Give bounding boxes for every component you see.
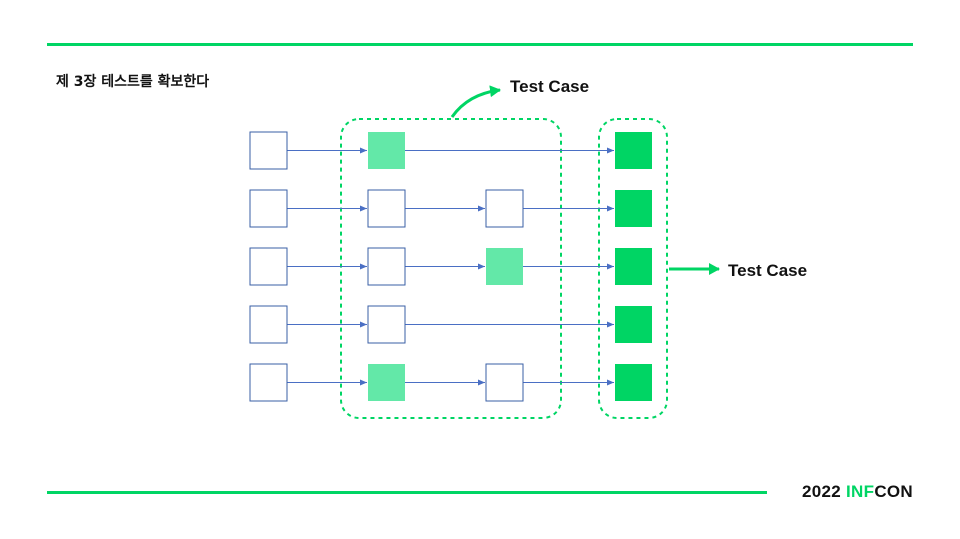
diagram-rows <box>249 131 652 402</box>
test-case-group-middle <box>340 118 562 419</box>
test-case-group-output <box>598 118 668 419</box>
footer-brand-con: CON <box>874 482 913 501</box>
slide-title: 제 3장 테스트를 확보한다 <box>56 74 210 90</box>
step-box <box>249 363 288 402</box>
curved-arrow-top <box>450 85 501 118</box>
highlighted-step-box <box>486 248 523 285</box>
output-box <box>615 132 652 169</box>
step-box <box>367 247 406 286</box>
highlighted-step-box <box>368 132 405 169</box>
bottom-rule <box>47 491 767 494</box>
output-box <box>615 306 652 343</box>
output-box <box>615 364 652 401</box>
output-box <box>615 248 652 285</box>
step-box <box>249 305 288 344</box>
step-box <box>249 189 288 228</box>
test-case-label-top: Test Case <box>510 77 590 96</box>
step-box <box>367 305 406 344</box>
step-box <box>367 189 406 228</box>
footer-year: 2022 <box>801 482 847 501</box>
footer-logo: 2022 INFCON <box>802 482 913 502</box>
step-box <box>249 131 288 170</box>
step-box <box>485 189 524 228</box>
top-rule <box>47 43 913 46</box>
output-box <box>615 190 652 227</box>
highlighted-step-box <box>368 364 405 401</box>
step-box <box>249 247 288 286</box>
footer-brand-inf: INF <box>846 482 875 501</box>
step-box <box>485 363 524 402</box>
test-case-label-right: Test Case <box>728 261 808 280</box>
